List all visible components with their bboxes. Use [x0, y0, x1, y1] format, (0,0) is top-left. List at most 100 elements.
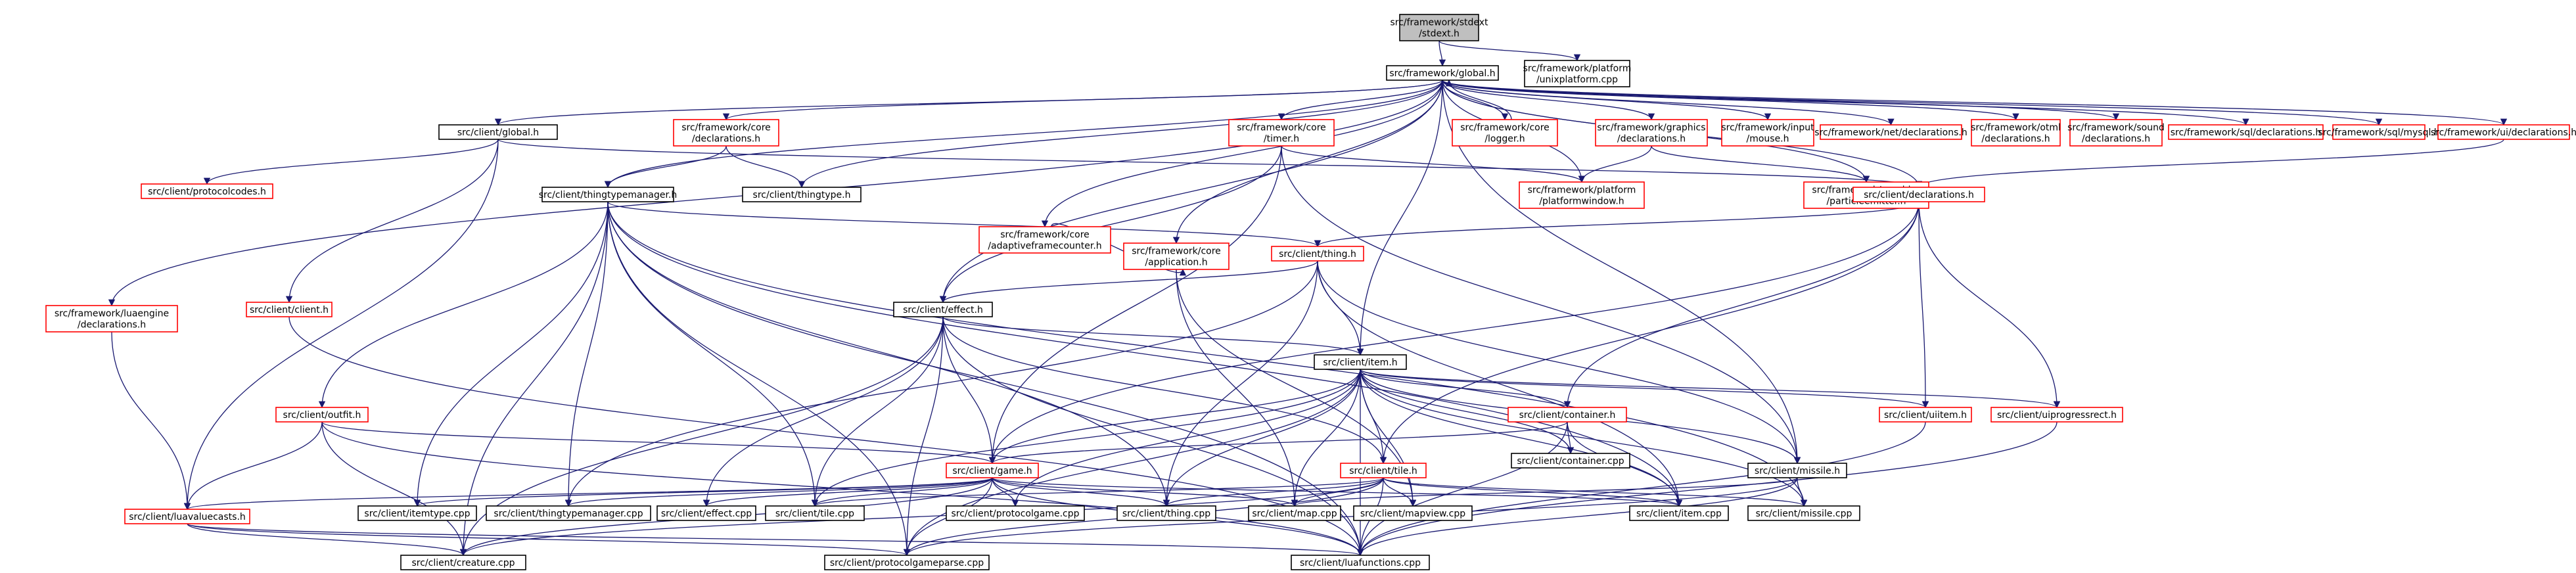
node-box [1248, 505, 1341, 521]
node-containercpp[interactable]: src/client/container.cpp [1511, 453, 1630, 469]
node-effectcpp[interactable]: src/client/effect.cpp [656, 505, 756, 521]
edge-item-to-mapcpp [1291, 369, 1361, 507]
node-box [400, 555, 526, 570]
edge-item-to-mapviewcpp [1360, 369, 1417, 507]
node-thingcpp[interactable]: src/client/thing.cpp [1116, 505, 1216, 521]
node-luadecl[interactable]: src/framework/luaengine/declarations.h [45, 305, 178, 332]
node-effect[interactable]: src/client/effect.h [893, 302, 993, 317]
edge-missile-to-mapcpp [1291, 477, 1798, 507]
node-unixplat[interactable]: src/framework/platform/unixplatform.cpp [1523, 60, 1632, 87]
node-adaptive[interactable]: src/framework/core/adaptiveframecounter.… [978, 226, 1111, 254]
edge-item-to-missilecpp [1360, 369, 1808, 507]
node-label: /declarations.h [1617, 134, 1686, 145]
node-fglobal[interactable]: src/framework/global.h [1386, 65, 1499, 81]
node-uidecl[interactable]: src/framework/ui/declarations.h [2431, 124, 2576, 140]
node-ttmcpp[interactable]: src/client/thingtypemanager.cpp [486, 505, 651, 521]
node-stdext[interactable]: src/framework/stdext/stdext.h [1390, 14, 1488, 41]
node-game[interactable]: src/client/game.h [946, 463, 1039, 478]
edge-tile-to-mapviewcpp [1383, 477, 1417, 507]
edge-thing-to-missile [1317, 260, 1801, 465]
node-box [2168, 124, 2324, 140]
node-box [1123, 242, 1230, 270]
node-label: /adaptiveframecounter.h [988, 241, 1101, 252]
edge-fglobal-to-effect [939, 80, 1443, 304]
node-netdecl[interactable]: src/framework/net/declarations.h [1814, 124, 1967, 140]
node-cglobal[interactable]: src/client/global.h [438, 124, 558, 140]
node-container[interactable]: src/client/container.h [1507, 407, 1627, 423]
edge-timer-to-game [988, 145, 1282, 465]
node-luafunccpp[interactable]: src/client/luafunctions.cpp [1291, 555, 1430, 570]
node-platwin[interactable]: src/framework/platform/platformwindow.h [1519, 181, 1645, 209]
node-client[interactable]: src/client/client.h [246, 302, 333, 317]
edge-effect-to-tile [942, 316, 1387, 465]
node-tilecpp[interactable]: src/client/tile.cpp [765, 505, 865, 521]
edge-game-to-effectcpp [702, 477, 993, 507]
node-input[interactable]: src/framework/input/mouse.h [1721, 119, 1814, 147]
node-creaturecpp[interactable]: src/client/creature.cpp [400, 555, 526, 570]
node-cdecl[interactable]: src/client/declarations.h [1852, 187, 1985, 202]
node-box [1595, 119, 1708, 147]
node-label: src/framework/sql/mysql.h [2318, 127, 2439, 138]
edge-effect-to-game [942, 316, 996, 465]
node-box [246, 302, 333, 317]
node-protoparsecpp[interactable]: src/client/protocolgameparse.cpp [824, 555, 990, 570]
node-label: src/client/uiprogressrect.h [1997, 410, 2117, 421]
edge-luadecl-to-luavalue [111, 331, 191, 511]
node-missilecpp[interactable]: src/client/missile.cpp [1747, 505, 1860, 521]
node-missile[interactable]: src/client/missile.h [1747, 463, 1847, 478]
nodes: src/framework/stdext/stdext.h src/framewo… [45, 14, 2576, 570]
node-protocolcodes[interactable]: src/client/protocolcodes.h [141, 183, 273, 199]
node-uiitem[interactable]: src/client/uiitem.h [1879, 407, 1972, 423]
edge-thing-to-ttmcpp [564, 260, 1318, 507]
node-itemtypecpp[interactable]: src/client/itemtype.cpp [357, 505, 477, 521]
node-application[interactable]: src/framework/core/application.h [1123, 242, 1230, 270]
edge-thingtypemgr-to-tilecpp [607, 201, 819, 507]
node-mapviewcpp[interactable]: src/client/mapview.cpp [1353, 505, 1473, 521]
node-otmldecl[interactable]: src/framework/otml/declarations.h [1971, 119, 2061, 147]
edge-thing-to-thingcpp [1162, 260, 1318, 507]
node-thingtype[interactable]: src/client/thingtype.h [742, 187, 862, 202]
edges [108, 40, 2507, 557]
node-label: src/client/itemtype.cpp [364, 509, 470, 519]
node-mysql[interactable]: src/framework/sql/mysql.h [2318, 124, 2440, 140]
edge-tile-to-creaturecpp [460, 477, 1384, 557]
edge-application-to-mapviewcpp [1176, 269, 1417, 507]
node-tile[interactable]: src/client/tile.h [1340, 463, 1427, 478]
node-box [824, 555, 990, 570]
edge-item-to-uiitem [1360, 369, 1929, 409]
node-box [1452, 119, 1558, 147]
node-mapcpp[interactable]: src/client/map.cpp [1248, 505, 1341, 521]
node-protogamecpp[interactable]: src/client/protocolgame.cpp [946, 505, 1085, 521]
node-box [1852, 187, 1985, 202]
node-label: src/client/container.cpp [1517, 456, 1624, 467]
edge-tile-to-missilecpp [1383, 477, 1807, 507]
node-thing[interactable]: src/client/thing.h [1271, 246, 1364, 262]
node-uiprogress[interactable]: src/client/uiprogressrect.h [1990, 407, 2123, 423]
edge-cdecl-to-uiprogress [1918, 201, 2061, 409]
node-label: src/client/effect.h [903, 305, 983, 315]
node-item[interactable]: src/client/item.h [1314, 354, 1407, 370]
node-thingtypemgr[interactable]: src/client/thingtypemanager.h [539, 187, 678, 202]
node-luavalue[interactable]: src/client/luavaluecasts.h [124, 509, 250, 524]
edge-item-to-container [1360, 369, 1571, 409]
node-label: src/framework/sound [2067, 123, 2165, 133]
edge-fglobal-to-gfxdecl [1442, 80, 1655, 121]
node-box [1116, 505, 1216, 521]
node-gfxdecl[interactable]: src/framework/graphics/declarations.h [1595, 119, 1708, 147]
node-box [673, 119, 779, 147]
node-label: src/framework/luaengine [55, 309, 169, 319]
node-logger[interactable]: src/framework/core/logger.h [1452, 119, 1558, 147]
node-timer[interactable]: src/framework/core/timer.h [1228, 119, 1335, 147]
edge-game-to-thingcpp [992, 477, 1170, 507]
node-box [438, 124, 558, 140]
edge-item-to-thingcpp [1162, 369, 1361, 507]
node-label: src/client/game.h [952, 466, 1032, 476]
node-sqldecl[interactable]: src/framework/sql/declarations.h [2168, 124, 2324, 140]
node-box [1386, 65, 1499, 81]
node-outfit[interactable]: src/client/outfit.h [275, 407, 369, 423]
node-coredecl[interactable]: src/framework/core/declarations.h [673, 119, 779, 147]
node-itemcpp[interactable]: src/client/item.cpp [1629, 505, 1729, 521]
node-label: src/client/effect.cpp [661, 509, 752, 519]
node-sounddecl[interactable]: src/framework/sound/declarations.h [2067, 119, 2165, 147]
edge-luavalue-to-protoparsecpp [187, 523, 910, 557]
